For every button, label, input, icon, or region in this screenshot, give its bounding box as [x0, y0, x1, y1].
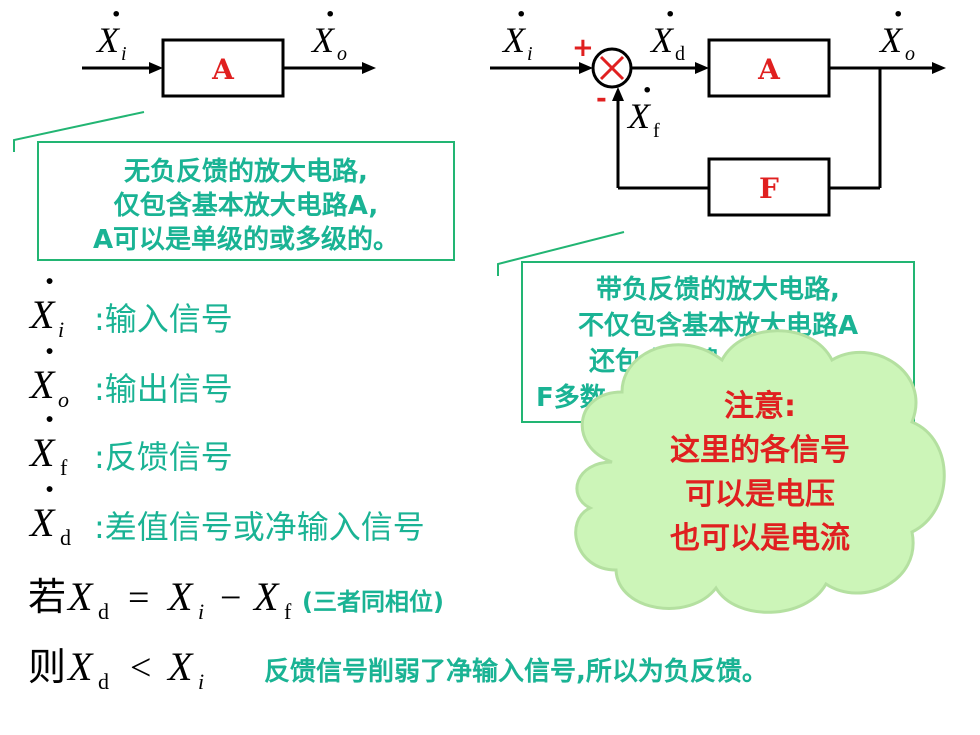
signal-dot: ·: [665, 0, 675, 32]
formula-note: (三者同相位): [302, 588, 444, 616]
d2-block-f-label: F: [759, 172, 779, 205]
callout-box: [37, 141, 455, 261]
callout-line-2: 不仅包含基本放大电路A: [578, 310, 858, 341]
signal-dot: ·: [325, 0, 335, 32]
signal-sub: o: [905, 43, 915, 65]
signal-sub: d: [60, 525, 71, 550]
formula-difference: 若 X d = X i − X f (三者同相位): [28, 574, 444, 624]
formula-minus: −: [220, 577, 241, 619]
callout-line-1: 带负反馈的放大电路,: [596, 274, 840, 305]
d2-output-arrowhead: [932, 62, 946, 74]
diagram-closed-loop: + - A F · X i · X d · X o ·: [490, 0, 946, 217]
d2-net-signal: · X d: [649, 0, 685, 65]
note-cloud: 注意: 这里的各信号 可以是电压 也可以是电流: [574, 329, 946, 614]
d2-feedback-signal: · X f: [626, 73, 660, 142]
signal-var: X: [95, 20, 121, 60]
signal-dot: ·: [44, 470, 55, 508]
signal-sub: i: [121, 43, 127, 65]
formula-note: 反馈信号削弱了净输入信号,所以为负反馈。: [264, 656, 768, 687]
callout-line-1: 无负反馈的放大电路,: [124, 156, 368, 187]
signal-dot: ·: [44, 262, 55, 300]
signal-var: X: [878, 20, 904, 60]
signal-sub: o: [337, 43, 347, 65]
formula-prefix: 则: [28, 645, 66, 689]
formula-lhs-var: X: [66, 644, 94, 689]
signal-var: X: [28, 292, 56, 337]
cloud-line-4: 也可以是电流: [670, 521, 850, 556]
definition-difference: · X d :差值信号或净输入信号: [28, 470, 425, 550]
d1-block-a-label: A: [211, 53, 235, 86]
signal-dot: ·: [111, 0, 121, 32]
d2-input-signal: · X i: [501, 0, 533, 65]
definition-input: · X i :输入信号: [28, 262, 233, 342]
d1-input-signal: · X i: [95, 0, 127, 65]
summing-cross-b: [599, 55, 625, 81]
definition-text: :输入信号: [94, 300, 233, 338]
signal-dot: ·: [44, 400, 55, 438]
formula-lhs-sub: d: [98, 599, 109, 624]
formula-term1-sub: i: [198, 599, 204, 624]
formula-term2-sub: f: [284, 599, 292, 624]
d1-output-arrowhead: [362, 62, 376, 74]
cloud-line-2: 这里的各信号: [670, 433, 850, 468]
cloud-line-3: 可以是电压: [685, 477, 835, 512]
callout-line-2: 仅包含基本放大电路A,: [114, 190, 378, 221]
signal-sub: f: [60, 455, 68, 480]
d2-input-arrowhead: [579, 62, 593, 74]
cloud-line-1: 注意:: [724, 389, 796, 424]
cloud-shape: [574, 329, 946, 614]
callout-pointer: [13, 111, 145, 152]
callout-no-feedback: 无负反馈的放大电路, 仅包含基本放大电路A, A可以是单级的或多级的。: [13, 111, 455, 261]
definitions-list: · X i :输入信号 · X o :输出信号 · X f :反馈信号 · X …: [28, 262, 425, 550]
signal-var: X: [501, 20, 527, 60]
definition-text: :差值信号或净输入信号: [94, 508, 425, 546]
signal-dot: ·: [642, 73, 652, 108]
signal-sub: i: [58, 317, 64, 342]
formula-rhs-sub: i: [198, 669, 204, 694]
formula-term2-var: X: [252, 574, 280, 619]
d2-block-a-label: A: [757, 53, 781, 86]
minus-sign: -: [596, 84, 607, 114]
signal-var: X: [310, 20, 336, 60]
definition-text: :输出信号: [94, 370, 233, 408]
plus-sign: +: [572, 33, 594, 63]
d2-output-signal: · X o: [878, 0, 915, 65]
formula-equals: =: [128, 577, 149, 619]
callout-line-3: A可以是单级的或多级的。: [93, 224, 399, 255]
formula-lhs-sub: d: [98, 669, 109, 694]
callout-pointer: [497, 231, 625, 276]
formula-term1-var: X: [166, 574, 194, 619]
signal-var: X: [28, 500, 56, 545]
diagram-open-loop: A · X i · X o: [82, 0, 376, 98]
signal-dot: ·: [516, 0, 526, 32]
signal-sub: o: [58, 387, 69, 412]
formula-rhs-var: X: [166, 644, 194, 689]
definition-output: · X o :输出信号: [28, 332, 233, 412]
signal-dot: ·: [44, 332, 55, 370]
definition-text: :反馈信号: [94, 438, 233, 476]
d2-feedback-arrowhead: [612, 87, 624, 101]
signal-sub: f: [653, 120, 660, 142]
d1-input-arrowhead: [149, 62, 163, 74]
d1-output-signal: · X o: [310, 0, 347, 65]
signal-dot: ·: [893, 0, 903, 32]
signal-sub: i: [527, 43, 533, 65]
d2-net-arrowhead: [695, 62, 709, 74]
formula-comparison: 则 X d < X i 反馈信号削弱了净输入信号,所以为负反馈。: [28, 644, 768, 694]
formula-less-than: <: [130, 647, 151, 689]
formula-lhs-var: X: [66, 574, 94, 619]
formula-prefix: 若: [28, 575, 66, 619]
signal-var: X: [28, 362, 56, 407]
signal-sub: d: [675, 43, 685, 65]
definition-feedback: · X f :反馈信号: [28, 400, 233, 480]
signal-var: X: [626, 96, 652, 136]
signal-var: X: [28, 430, 56, 475]
signal-var: X: [649, 20, 675, 60]
